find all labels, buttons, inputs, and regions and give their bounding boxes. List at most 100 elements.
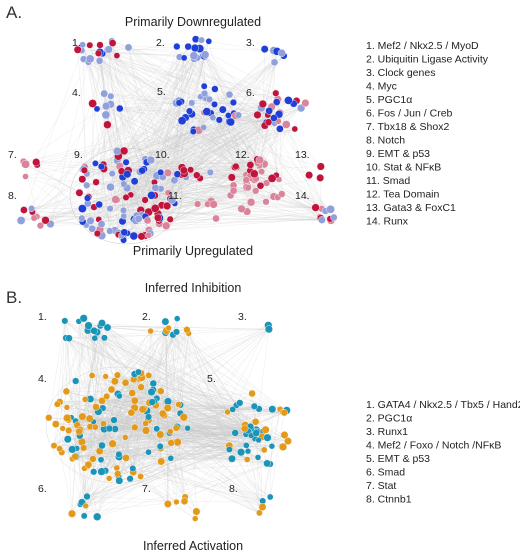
network-edge: [99, 52, 234, 186]
panel-a-cluster-10: 10.: [155, 149, 170, 161]
network-node: [157, 168, 165, 176]
network-node: [246, 198, 256, 207]
network-edge: [21, 108, 98, 221]
network-edge: [100, 329, 269, 460]
network-node: [316, 162, 325, 171]
network-edge: [82, 46, 189, 222]
network-edge: [200, 178, 320, 217]
network-node: [106, 227, 114, 235]
panel-b-letter: B.: [6, 288, 22, 307]
network-node: [111, 195, 120, 204]
network-edge: [160, 391, 246, 426]
network-node: [97, 220, 106, 228]
network-node: [272, 89, 280, 97]
network-node: [105, 424, 114, 433]
legend-b-item-1: 1. GATA4 / Nkx2.5 / Tbx5 / Hand2: [366, 399, 520, 411]
network-edge: [141, 377, 143, 410]
panel-b-legend: 1. GATA4 / Nkx2.5 / Tbx5 / Hand2 2. PGC1…: [366, 399, 520, 506]
network-node: [165, 324, 172, 332]
network-edge: [246, 174, 331, 210]
network-edge: [79, 329, 269, 432]
network-edge: [87, 330, 186, 498]
network-node: [244, 184, 252, 192]
network-edge: [89, 45, 118, 152]
network-node: [200, 124, 207, 131]
network-node: [80, 444, 88, 452]
network-edge: [121, 210, 326, 236]
network-node: [192, 515, 199, 522]
network-edge: [61, 417, 72, 453]
network-node: [211, 100, 218, 108]
legend-b-item-2: 2. PGC1α: [366, 413, 412, 425]
panel-b-cluster-5: 5.: [207, 373, 216, 385]
network-node: [120, 180, 128, 188]
network-node: [120, 212, 128, 220]
network-edge: [132, 432, 236, 469]
network-node: [173, 498, 180, 506]
network-node: [252, 429, 260, 437]
network-node: [63, 404, 71, 411]
network-edge: [184, 426, 251, 498]
network-node: [137, 473, 144, 480]
network-edge: [104, 93, 272, 107]
network-edge: [32, 46, 189, 213]
network-edge: [50, 56, 180, 225]
network-node: [138, 405, 147, 414]
network-node: [145, 231, 153, 239]
network-edge: [122, 128, 295, 177]
network-edge: [156, 121, 231, 176]
network-node: [80, 166, 88, 174]
network-edge: [148, 452, 186, 498]
network-node: [167, 428, 174, 435]
network-edge: [174, 117, 275, 204]
network-edge: [96, 331, 256, 422]
network-edge: [118, 410, 147, 455]
network-node: [278, 442, 288, 451]
panel-a-cluster-3: 3.: [246, 37, 255, 49]
network-node: [268, 405, 277, 414]
network-node: [103, 392, 111, 400]
network-node: [81, 396, 89, 403]
network-node: [122, 193, 130, 201]
network-edge: [88, 196, 128, 234]
network-edge: [97, 331, 177, 517]
network-edge: [148, 452, 185, 502]
network-node: [78, 412, 87, 421]
network-node: [153, 425, 161, 433]
network-edge: [88, 61, 235, 168]
network-edge: [188, 333, 233, 459]
network-node: [149, 379, 158, 388]
network-node: [98, 396, 106, 405]
network-edge: [75, 434, 161, 457]
network-edge: [157, 41, 209, 218]
network-edge: [64, 320, 178, 428]
network-edge: [199, 48, 297, 101]
network-edge: [155, 128, 295, 188]
network-edge: [68, 430, 88, 497]
network-node: [192, 507, 201, 516]
panel-b-cluster-3: 3.: [238, 311, 247, 323]
legend-a-item-9: 9. EMT & p53: [366, 148, 430, 160]
network-edge: [78, 321, 260, 513]
network-edge: [168, 327, 268, 438]
network-edge: [128, 47, 322, 209]
network-node: [110, 377, 119, 386]
network-edge: [102, 407, 248, 460]
network-node: [170, 176, 179, 185]
panel-a-cluster-14: 14.: [295, 190, 310, 202]
network-node: [227, 173, 236, 182]
network-edge: [97, 405, 237, 517]
network-node: [270, 58, 279, 67]
network-edge: [112, 41, 209, 174]
network-edge: [262, 409, 281, 502]
panel-a-cluster-1: 1.: [72, 37, 81, 49]
node-layer: [16, 35, 338, 522]
network-edge: [171, 122, 267, 201]
network-edge: [276, 124, 287, 176]
network-node: [277, 49, 286, 57]
network-edge: [233, 62, 275, 103]
network-edge: [144, 325, 269, 409]
network-node: [264, 118, 273, 126]
network-edge: [68, 430, 271, 465]
network-node: [200, 89, 209, 98]
